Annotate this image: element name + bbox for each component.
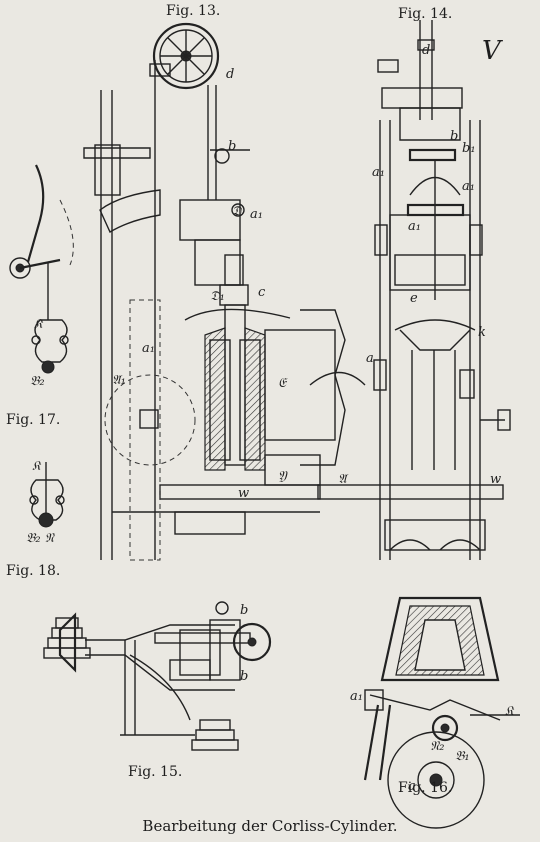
svg-text:w: w (238, 486, 249, 501)
svg-text:w: w (490, 472, 501, 487)
roman-numeral-v: V (482, 36, 501, 66)
svg-text:𝔄₁: 𝔄₁ (112, 373, 126, 388)
svg-text:d: d (422, 43, 430, 58)
fig18-label: Fig. 18. (6, 563, 61, 579)
fig13-drawing: d b 𝔇 a₁ 𝔇₁ c 𝔈 𝔜 w a₁ 𝔄₁ (83, 22, 366, 561)
fig14-drawing: d b b₁ a₁ a₁ a₁ e k a 𝔄 w (317, 20, 511, 560)
svg-text:𝔅₂: 𝔅₂ (30, 374, 45, 389)
svg-text:𝔈: 𝔈 (278, 376, 288, 391)
svg-text:𝔜: 𝔜 (278, 469, 288, 484)
svg-text:b: b (240, 603, 248, 618)
svg-text:a₁: a₁ (372, 165, 385, 180)
svg-text:e: e (410, 291, 418, 306)
svg-text:𝔎: 𝔎 (505, 704, 515, 719)
svg-text:d: d (226, 67, 234, 82)
svg-text:k: k (478, 325, 486, 340)
svg-text:𝔇: 𝔇 (232, 204, 243, 219)
fig17-label: Fig. 17. (6, 412, 61, 428)
plate-caption: Bearbeitung der Corliss-Cylinder. (142, 817, 398, 835)
svg-text:𝔅₁: 𝔅₁ (455, 749, 470, 764)
svg-text:b: b (240, 669, 248, 684)
svg-text:b₁: b₁ (462, 141, 476, 156)
svg-text:𝔎: 𝔎 (32, 459, 42, 474)
svg-text:a₁: a₁ (250, 207, 263, 222)
fig16-label: Fig. 16. (398, 780, 453, 796)
fig16-drawing: a₁ 𝔑₂ 𝔅₁ a 𝔎 (350, 596, 520, 829)
svg-text:a: a (408, 779, 416, 794)
svg-text:b: b (228, 139, 236, 154)
svg-text:a₁: a₁ (142, 341, 155, 356)
fig15-drawing: b b (43, 601, 272, 751)
svg-text:𝔑₂: 𝔑₂ (430, 739, 444, 754)
svg-text:a₁: a₁ (408, 219, 421, 234)
svg-text:a₁: a₁ (462, 179, 475, 194)
svg-text:𝔎: 𝔎 (34, 317, 44, 332)
svg-text:a: a (366, 351, 374, 366)
svg-text:𝔇₁: 𝔇₁ (210, 289, 225, 304)
fig13-label: Fig. 13. (166, 3, 221, 19)
fig14-label: Fig. 14. (398, 6, 453, 22)
svg-text:𝔄: 𝔄 (338, 472, 349, 487)
svg-text:c: c (258, 285, 266, 300)
svg-text:𝔅₂ 𝔑: 𝔅₂ 𝔑 (26, 531, 56, 546)
fig15-label: Fig. 15. (128, 764, 183, 780)
svg-text:a₁: a₁ (350, 689, 363, 704)
fig17-drawing: 𝔎 𝔅₂ (9, 164, 74, 389)
fig18-drawing: 𝔎 𝔅₂ 𝔑 (26, 459, 65, 546)
svg-text:b: b (450, 129, 458, 144)
